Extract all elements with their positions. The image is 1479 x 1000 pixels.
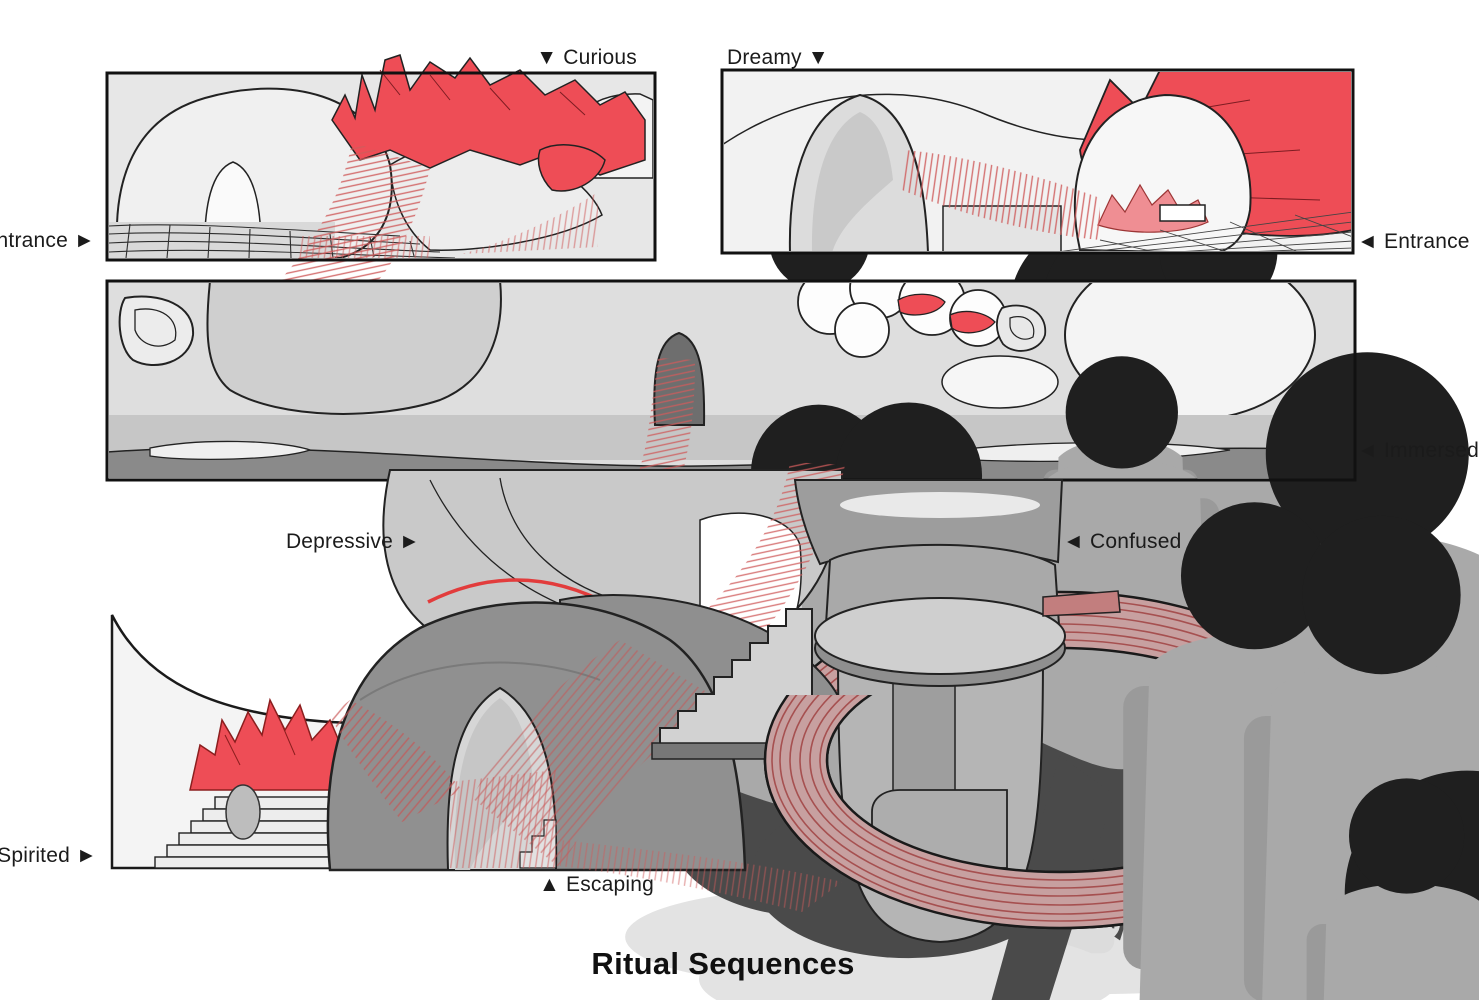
flow-lines-dome-left [330,700,462,822]
label-dreamy: Dreamy ▼ [727,46,829,69]
label-entrance-left: Entrance ► [0,229,95,252]
backpack [225,784,261,840]
panel-curious-border [105,71,657,262]
panel-dreamy-interior [724,72,1351,251]
page-title: Ritual Sequences [591,946,855,981]
escaping-dome [326,601,747,872]
flow-ribbon-confused [625,462,845,690]
panel-dreamy-border [720,68,1355,255]
flow-ribbon-dreamy [902,150,1100,240]
confused-tower [793,479,1121,944]
label-confused: ◄ Confused [1063,530,1182,553]
panel-dreamy-art [720,68,1355,255]
label-spirited: Spirited ► [0,844,97,867]
tile-floor [1061,211,1351,251]
flow-lines-dome-right [472,640,720,868]
label-escaping: ▲ Escaping [539,873,655,896]
label-curious: ▼ Curious [536,46,637,69]
band-immersed-art [105,279,1479,1000]
label-entrance-right: ◄ Entrance [1357,230,1470,253]
red-rocks-curious [331,54,646,192]
label-immersed: ◄ Immersed [1357,439,1479,462]
scene-lower-art [110,462,1479,1000]
red-bridge [1042,590,1121,617]
flow-ribbon-arch-down [562,358,695,622]
red-ring-front [763,695,1188,930]
cloud-blobs [797,283,1007,358]
flow-lines-ground [560,840,842,912]
label-depressive: Depressive ► [285,530,420,553]
